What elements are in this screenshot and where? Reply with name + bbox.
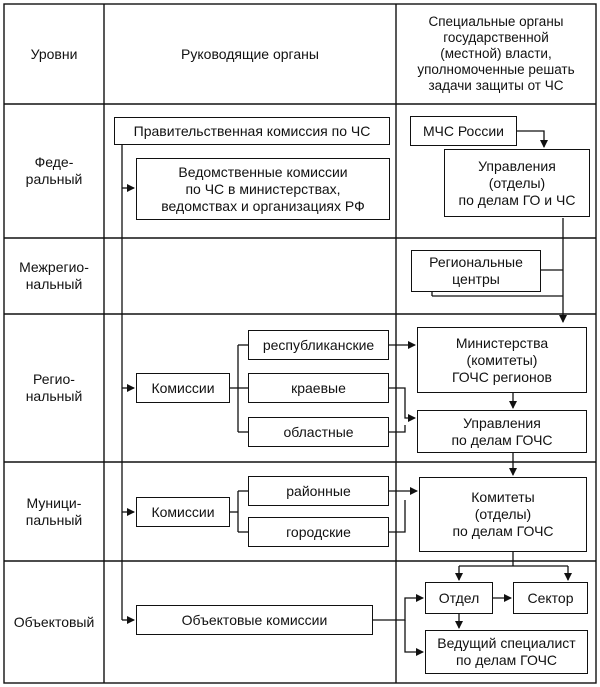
sector-box: Сектор	[513, 582, 588, 614]
level-regional: Регио- нальный	[25, 371, 83, 404]
header-governing: Руководящие органы	[181, 45, 319, 62]
gov-commission-box: Правительственная комиссия по ЧС	[114, 117, 390, 145]
krai-box: краевые	[248, 373, 389, 403]
oblast-box: областные	[248, 417, 389, 447]
level-object: Объектовый	[13, 613, 95, 630]
regional-commissions-box: Комиссии	[136, 373, 230, 403]
department-box: Отдел	[425, 582, 493, 614]
regional-centers-box: Региональные центры	[411, 250, 541, 292]
level-federal: Феде- ральный	[25, 154, 83, 187]
ministries-box: Министерства (комитеты) ГОЧС регионов	[417, 327, 587, 393]
header-levels: Уровни	[30, 45, 78, 62]
lead-specialist-box: Ведущий специалист по делам ГОЧС	[425, 630, 588, 674]
level-interregional: Межрегио- нальный	[19, 259, 89, 292]
district-box: районные	[248, 476, 389, 506]
dept-commissions-box: Ведомственные комиссии по ЧС в министерс…	[136, 158, 390, 220]
arrow-mchs-to-directorates	[517, 130, 548, 148]
city-box: городские	[248, 517, 389, 547]
header-special: Специальные органы государственной (мест…	[417, 14, 575, 93]
republican-box: республиканские	[248, 330, 389, 360]
gochs-directorates-box: Управления по делам ГОЧС	[417, 410, 587, 453]
object-commissions-box: Объектовые комиссии	[136, 605, 373, 635]
mchs-box: МЧС России	[410, 116, 517, 146]
municipal-commissions-box: Комиссии	[136, 497, 230, 527]
directorates-box: Управления (отделы) по делам ГО и ЧС	[444, 149, 590, 217]
table-grid	[3, 3, 597, 684]
level-municipal: Муници- пальный	[25, 494, 83, 528]
committees-box: Комитеты (отделы) по делам ГОЧС	[419, 477, 587, 552]
